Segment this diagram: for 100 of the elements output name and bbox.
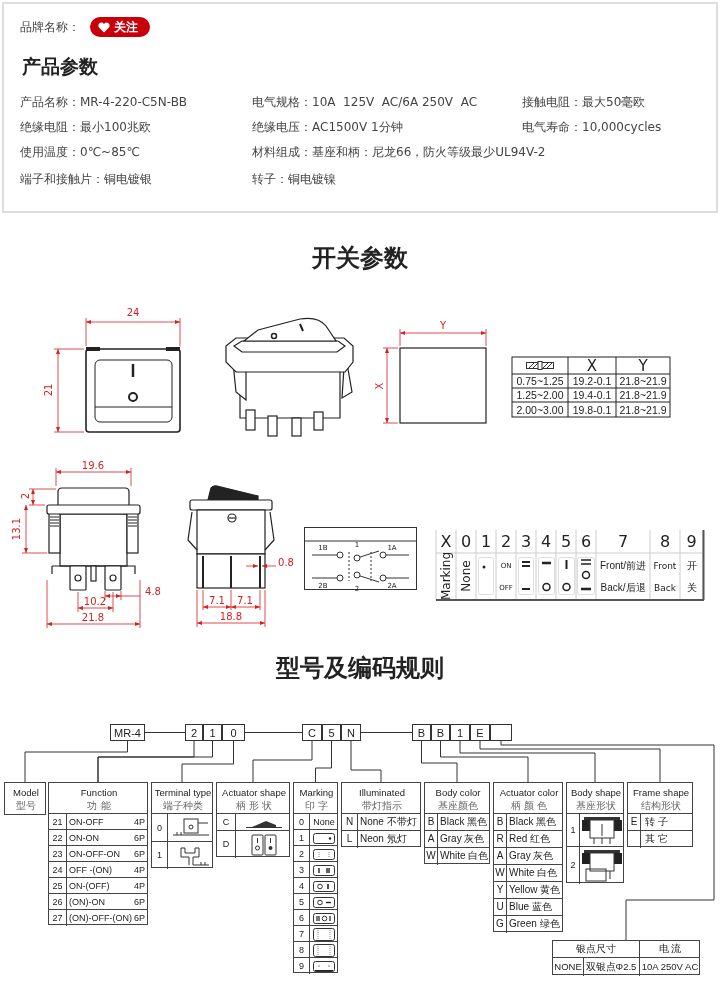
option-text: ON-OFF: [69, 817, 104, 826]
category-table: [552, 940, 700, 975]
table-heading: Actuator shape: [222, 788, 286, 798]
option-code: G: [496, 919, 504, 929]
category-table: [566, 782, 624, 883]
option-text: OFF -(ON): [69, 865, 112, 874]
option-text: 6P: [134, 833, 145, 842]
option-code: W: [426, 851, 436, 861]
column-header: 5: [560, 534, 572, 550]
dimension-value: Y: [439, 321, 447, 331]
spec-text: 材料组成：基座和柄：尼龙66，防火等级最少UL94V-2: [252, 146, 546, 158]
table-subheading: 基座颜色: [438, 801, 478, 811]
option-code: 2: [570, 860, 576, 870]
dimension-value: 21.8: [81, 613, 105, 623]
connector-line: [181, 740, 234, 783]
marking-text: Back/后退: [600, 583, 646, 593]
table-heading: Body shape: [570, 788, 622, 798]
table-heading: Model: [13, 788, 39, 798]
table-heading: Body color: [435, 788, 481, 798]
code-box: MR-4: [110, 724, 145, 741]
category-table: [151, 782, 213, 868]
option-text: ON-ON: [69, 833, 99, 842]
option-text: 4P: [134, 817, 145, 826]
marking-text: 关: [686, 583, 697, 593]
connector-line: [459, 740, 596, 783]
spec-text: 绝缘电压：AC1500V 1分钟: [252, 121, 403, 133]
spec-text: 绝缘电阻：最小100兆欧: [20, 121, 151, 133]
connector-line: [244, 732, 303, 733]
option-text: White 白色: [509, 868, 558, 878]
option-text: 10A 250V AC: [641, 961, 699, 972]
option-text: 6P: [134, 849, 145, 858]
code-box: 1: [450, 724, 470, 741]
option-text: Black 黑色: [440, 817, 488, 827]
column-header: 9: [686, 534, 697, 550]
option-code: L: [346, 834, 353, 844]
option-text: None: [313, 817, 335, 826]
marking-text: Front: [653, 561, 677, 571]
option-text: ON-(OFF): [69, 881, 110, 890]
table-subheading: 功 能: [87, 801, 111, 811]
column-header: 3: [520, 534, 532, 550]
option-code: 0: [157, 823, 162, 832]
table-subheading: 结构形状: [641, 801, 681, 811]
column-header: 8: [659, 534, 671, 550]
connector-line: [350, 740, 382, 783]
spec-text: 转子：铜电镀镍: [252, 173, 336, 185]
option-text: 双银点Φ2.5: [585, 961, 637, 972]
column-header: 1: [480, 534, 492, 550]
option-code: A: [427, 834, 435, 844]
option-text: Black 黑色: [509, 817, 557, 827]
dimension-value: 10.2: [83, 597, 107, 607]
table-subheading: 型号: [16, 801, 36, 811]
dimension-value: X: [375, 382, 385, 390]
category-table: [493, 782, 563, 932]
connector-line: [500, 740, 715, 941]
option-code: U: [496, 902, 504, 912]
code-box: E: [470, 724, 490, 741]
connector-line: [479, 740, 661, 783]
marking-text: Back: [654, 583, 676, 593]
connector-line: [421, 740, 458, 783]
spec-text: 端子和接触片：铜电镀银: [20, 173, 152, 185]
connector-line: [24, 740, 128, 783]
option-code: 9: [299, 961, 304, 970]
dimension-value: 2: [21, 492, 31, 500]
option-code: C: [222, 817, 230, 827]
category-table: [48, 782, 148, 925]
table-value: 21.8~21.9: [619, 389, 667, 401]
dimension-value: 4.8: [145, 587, 161, 597]
column-header: 0: [460, 534, 472, 550]
connector-line: [97, 740, 213, 783]
connector-line: [315, 740, 332, 783]
connector-line: [252, 740, 313, 783]
option-text: ON-OFF-ON: [69, 849, 120, 858]
column-header: 6: [580, 534, 592, 550]
spec-text: 电气寿命：10,000cycles: [522, 121, 662, 133]
option-code: 0: [299, 817, 304, 826]
option-text: None 不带灯: [360, 817, 417, 827]
option-code: Y: [496, 885, 504, 895]
code-box: 1: [203, 724, 222, 741]
option-text: 电 流: [658, 944, 682, 954]
dimension-value: 21: [44, 383, 54, 397]
table-value: 21.8~21.9: [619, 404, 667, 416]
option-text: Green 绿色: [509, 919, 560, 929]
code-box: B: [431, 724, 450, 741]
option-code: 1: [157, 850, 162, 860]
option-code: 27: [52, 913, 63, 922]
follow-button: 关注: [90, 17, 150, 37]
option-code: 23: [52, 849, 63, 858]
option-text: 6P: [134, 897, 145, 906]
option-text: Red 红色: [509, 834, 551, 844]
table-value: 2.00~3.00: [516, 404, 564, 416]
option-text: Gray 灰色: [440, 834, 485, 844]
marking-text: 开: [686, 561, 697, 571]
option-code: 1: [299, 833, 304, 842]
option-text: White 白色: [440, 851, 489, 861]
option-text: 转 子: [645, 817, 668, 827]
column-header: Y: [638, 358, 648, 374]
column-header: X: [586, 358, 598, 374]
table-heading: Illuminated: [359, 788, 405, 798]
category-table: [4, 782, 46, 815]
option-code: E: [630, 817, 638, 827]
